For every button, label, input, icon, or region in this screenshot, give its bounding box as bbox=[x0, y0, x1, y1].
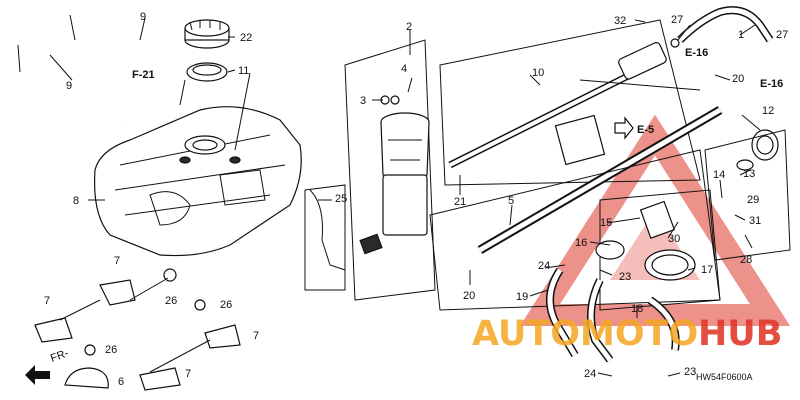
diagram-code: HW54F0600A bbox=[696, 372, 753, 382]
callout-27b: 27 bbox=[776, 29, 788, 41]
filler-pipe-assembly bbox=[546, 189, 721, 363]
e5-arrow-icon bbox=[614, 116, 634, 140]
callout-1: 1 bbox=[738, 29, 744, 41]
callout-labels: 9 9 22 11 8 2 4 3 25 10 21 5 20 32 27 1 … bbox=[44, 11, 788, 388]
callout-5: 5 bbox=[508, 195, 514, 207]
ref-e16b: E-16 bbox=[760, 78, 783, 90]
callout-7a: 7 bbox=[114, 255, 120, 267]
ref-e16a: E-16 bbox=[685, 47, 708, 59]
callout-14: 14 bbox=[713, 169, 725, 181]
callout-19: 19 bbox=[516, 291, 528, 303]
callout-13: 13 bbox=[743, 168, 755, 180]
callout-22: 22 bbox=[240, 32, 252, 44]
front-label: FR- bbox=[49, 347, 71, 365]
callout-28: 28 bbox=[740, 254, 752, 266]
callout-20a: 20 bbox=[463, 290, 475, 302]
callout-31: 31 bbox=[749, 215, 761, 227]
callout-9a: 9 bbox=[140, 11, 146, 23]
callout-25: 25 bbox=[335, 193, 347, 205]
callout-27a: 27 bbox=[671, 14, 683, 26]
callout-15: 15 bbox=[600, 217, 612, 229]
callout-24b: 24 bbox=[584, 368, 596, 380]
callout-16: 16 bbox=[575, 237, 587, 249]
callout-8: 8 bbox=[73, 195, 79, 207]
callout-6: 6 bbox=[118, 376, 124, 388]
callout-23a: 23 bbox=[619, 271, 631, 283]
callout-4: 4 bbox=[401, 63, 407, 75]
callout-20b: 20 bbox=[732, 73, 744, 85]
callout-26c: 26 bbox=[105, 344, 117, 356]
fuel-pump-module-box bbox=[304, 39, 436, 301]
watermark-logo: AUTOMOTO HUB bbox=[472, 314, 782, 354]
callout-10: 10 bbox=[532, 67, 544, 79]
callout-29: 29 bbox=[747, 194, 759, 206]
callout-30: 30 bbox=[668, 233, 680, 245]
callout-12: 12 bbox=[762, 105, 774, 117]
callout-9b: 9 bbox=[66, 80, 72, 92]
ref-f21: F-21 bbox=[132, 69, 155, 81]
callout-11: 11 bbox=[238, 65, 249, 77]
callout-18: 18 bbox=[631, 303, 643, 315]
watermark-brand-left: AUTOMOTO bbox=[472, 314, 698, 354]
callout-7b: 7 bbox=[44, 295, 50, 307]
seal-ring bbox=[186, 62, 228, 82]
callout-17: 17 bbox=[701, 264, 713, 276]
tank-strap-right bbox=[68, 7, 182, 111]
callout-32: 32 bbox=[614, 15, 626, 27]
fuel-pipe-10 bbox=[439, 19, 701, 186]
callout-23b: 23 bbox=[684, 366, 696, 378]
reference-labels: F-21 E-5 E-16 E-16 FR- HW54F0600A bbox=[49, 47, 783, 382]
callout-21: 21 bbox=[454, 196, 466, 208]
filler-neck-12 bbox=[704, 129, 791, 261]
front-arrow-icon bbox=[25, 365, 50, 385]
callout-2: 2 bbox=[406, 21, 412, 33]
locking-ring bbox=[184, 19, 230, 49]
filler-hose bbox=[670, 6, 774, 48]
leader-lines bbox=[49, 17, 761, 377]
fuel-tank bbox=[93, 106, 302, 257]
ref-e5: E-5 bbox=[637, 124, 654, 136]
callout-3: 3 bbox=[360, 95, 366, 107]
callout-24a: 24 bbox=[538, 260, 550, 272]
callout-7c: 7 bbox=[253, 330, 259, 342]
callout-26a: 26 bbox=[165, 295, 177, 307]
callout-26b: 26 bbox=[220, 299, 232, 311]
tank-pads bbox=[34, 268, 241, 391]
tank-strap-left bbox=[17, 37, 127, 126]
watermark-brand-right: HUB bbox=[698, 314, 782, 354]
callout-7d: 7 bbox=[185, 368, 191, 380]
